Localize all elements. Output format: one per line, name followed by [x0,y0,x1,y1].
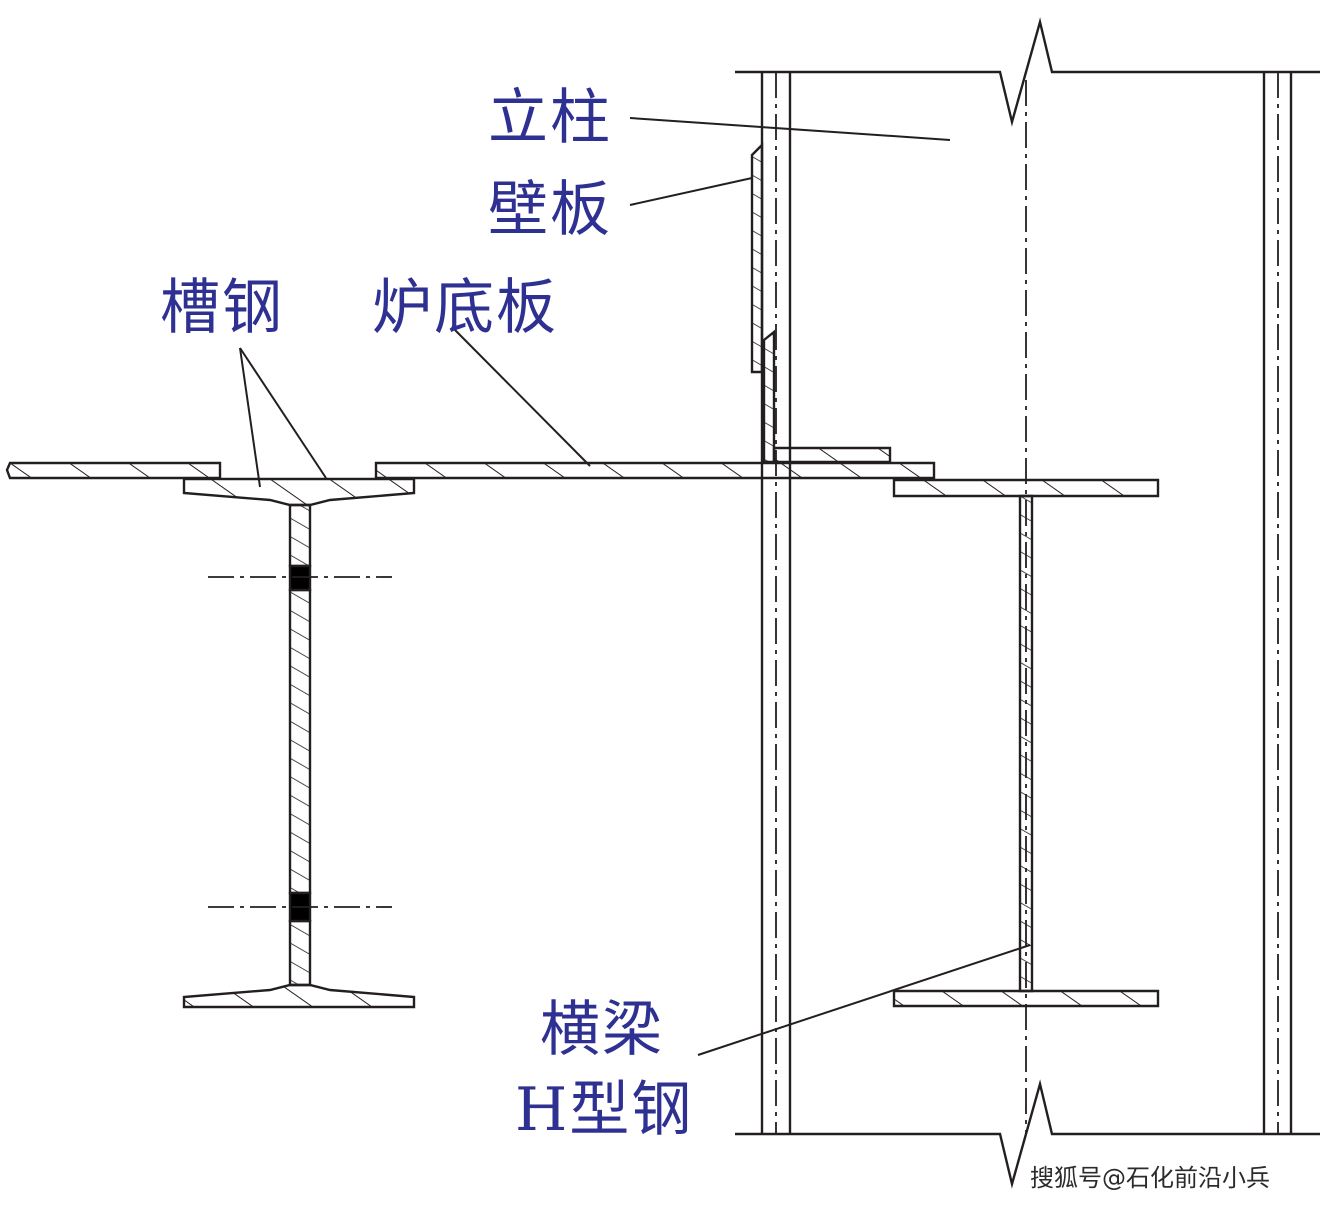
floor-plate-left [5,461,222,480]
label-furnace-floor: 炉底板 [372,273,558,343]
label-beam-line1: 横梁 [540,995,664,1065]
wall-panel-base-plate [772,446,892,464]
label-wall-panel: 壁板 [488,175,612,245]
furnace-floor [5,461,1160,498]
channel-bottom-flange [182,983,416,1009]
weld-block-upper [288,564,312,592]
leader-wall-panel [629,177,753,206]
floor-plate-right [892,478,1160,498]
channel-steel-member [182,477,416,1009]
wall-panel [750,142,892,464]
wall-panel-plate [750,142,764,374]
channel-web-lower [288,919,312,987]
watermark-text: 搜狐号@石化前沿小兵 [1030,1164,1270,1192]
channel-top-flange [182,477,416,507]
channel-web-middle [288,588,312,895]
channel-web-upper [288,503,312,568]
label-beam-line2: H型钢 [515,1075,694,1145]
label-channel-steel: 槽钢 [160,273,284,343]
leader-cross-beam [697,944,1031,1056]
wall-panel-stub [762,329,776,464]
beam-bottom-flange [892,989,1160,1008]
column-top-break-line [735,17,1320,127]
leader-column [629,117,951,141]
label-column: 立柱 [488,83,612,153]
leader-channel-left [239,347,261,488]
floor-plate-main [374,461,936,480]
leader-furnace-floor [454,329,591,467]
leader-channel-right [239,347,327,479]
